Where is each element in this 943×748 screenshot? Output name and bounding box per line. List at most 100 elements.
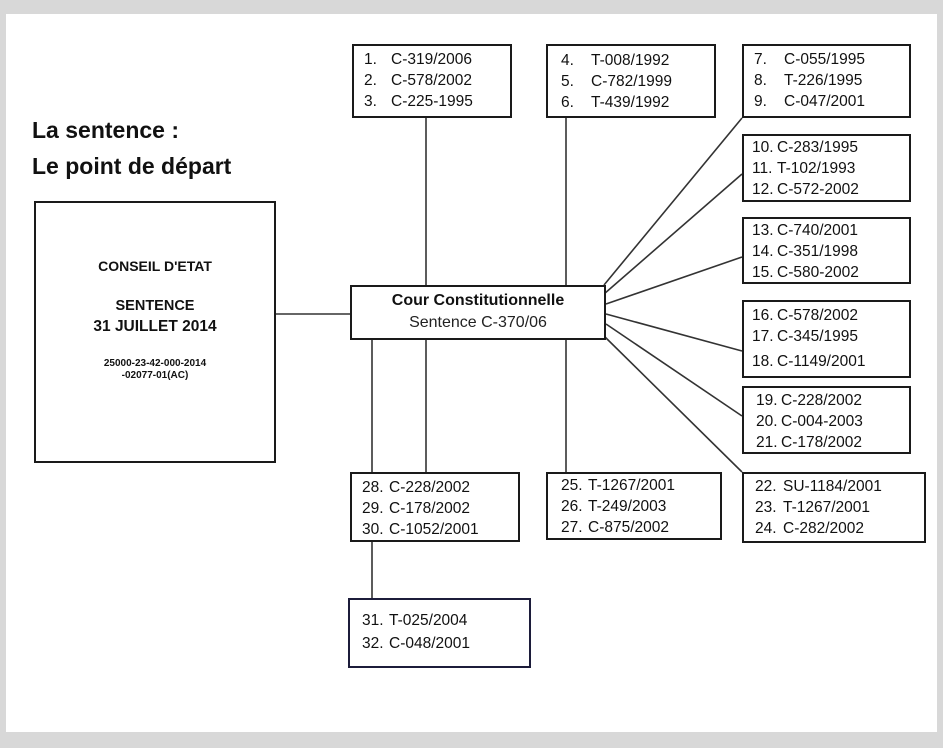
item-ref: T-025/2004 (389, 612, 468, 629)
list-item: 5. C-782/1999 (561, 71, 714, 92)
item-number: 11. (752, 160, 773, 177)
item-number: 26. (561, 498, 583, 515)
item-number: 8. (754, 72, 767, 89)
item-ref: C-351/1998 (777, 243, 859, 260)
item-number: 4. (561, 52, 574, 69)
group-list: 4. T-008/1992 5. C-782/1999 6.T-439/1992 (561, 50, 714, 113)
diagram-canvas: La sentence : Le point de départ CONSEIL… (6, 14, 937, 732)
list-item: 10.C-283/1995 (752, 137, 909, 158)
connector-group-4 (603, 173, 743, 295)
list-item: 21.C-178/2002 (756, 432, 909, 453)
list-item: 15.C-580-2002 (752, 262, 909, 283)
list-item: 8.T-226/1995 (754, 70, 909, 91)
group-list: 22.SU-1184/2001 23.T-1267/2001 24.C-282/… (755, 476, 924, 539)
list-item: 28. C-228/2002 (362, 477, 518, 498)
connector-group-8 (603, 335, 743, 473)
group-8: 22.SU-1184/2001 23.T-1267/2001 24.C-282/… (742, 472, 926, 543)
item-number: 32. (362, 635, 384, 652)
list-item: 29. C-178/2002 (362, 498, 518, 519)
list-item: 14.C-351/1998 (752, 241, 909, 262)
connector-group-7 (605, 323, 743, 417)
item-number: 20. (756, 413, 778, 430)
item-ref: C-345/1995 (777, 328, 859, 345)
list-item: 24. C-282/2002 (755, 518, 924, 539)
item-ref: T-008/1992 (591, 52, 670, 69)
list-item: 27. C-875/2002 (561, 517, 720, 538)
item-ref: T-1267/2001 (783, 499, 871, 516)
group-list: 10.C-283/1995 11.T-102/1993 12.C-572-200… (752, 137, 909, 200)
list-item: 19.C-228/2002 (756, 390, 909, 411)
heading-line-2: Le point de départ (32, 153, 232, 179)
item-ref: C-578/2002 (391, 72, 473, 89)
list-item: 30.C-1052/2001 (362, 519, 518, 540)
list-item: 3. C-225-1995 (364, 91, 510, 112)
item-number: 5. (561, 73, 574, 90)
item-number: 29. (362, 500, 384, 517)
item-ref: T-102/1993 (777, 160, 856, 177)
item-number: 9. (754, 93, 767, 110)
conseil-court: CONSEIL D'ETAT (98, 258, 212, 274)
connector-group-3 (603, 117, 743, 286)
list-item: 31. T-025/2004 (362, 609, 529, 632)
item-ref: C-228/2002 (781, 392, 863, 409)
item-number: 24. (755, 520, 777, 537)
list-item: 32.C-048/2001 (362, 632, 529, 655)
item-ref: T-249/2003 (588, 498, 667, 515)
list-item: 20.C-004-2003 (756, 411, 909, 432)
item-number: 25. (561, 477, 583, 494)
list-item: 17.C-345/1995 (752, 326, 909, 347)
item-number: 6. (561, 94, 574, 111)
list-item: 13.C-740/2001 (752, 220, 909, 241)
item-number: 2. (364, 72, 377, 89)
group-list: 7.C-055/1995 8.T-226/1995 9.C-047/2001 (754, 49, 909, 112)
connector-lines (274, 117, 743, 598)
item-ref: C-875/2002 (588, 519, 670, 536)
group-6: 16.C-578/2002 17.C-345/1995 18.C-1149/20… (742, 300, 911, 378)
group-4: 10.C-283/1995 11.T-102/1993 12.C-572-200… (742, 134, 911, 202)
item-ref: C-283/1995 (777, 139, 859, 156)
item-ref: C-178/2002 (781, 434, 863, 451)
item-number: 27. (561, 519, 583, 536)
group-11: 31. T-025/2004 32.C-048/2001 (348, 598, 531, 668)
group-5: 13.C-740/2001 14.C-351/1998 15.C-580-200… (742, 217, 911, 284)
list-item: 1.C-319/2006 (364, 49, 510, 70)
heading-line-1: La sentence : (32, 117, 179, 143)
group-9: 25. T-1267/2001 26. T-249/2003 27. C-875/20… (546, 472, 722, 540)
item-ref: T-1267/2001 (588, 477, 676, 494)
item-ref: C-178/2002 (389, 500, 471, 517)
item-ref: C-740/2001 (777, 222, 859, 239)
item-number: 22. (755, 478, 777, 495)
list-item: 4. T-008/1992 (561, 50, 714, 71)
list-item: 16.C-578/2002 (752, 305, 909, 326)
item-ref: C-1149/2001 (777, 353, 866, 370)
connector-group-6 (605, 313, 743, 352)
item-ref: C-228/2002 (389, 479, 471, 496)
conseil-detat-box: CONSEIL D'ETAT SENTENCE 31 JUILLET 2014 … (34, 201, 276, 463)
item-number: 31. (362, 612, 384, 629)
group-list: 1.C-319/2006 2. C-578/2002 3. C-225-1995 (364, 49, 510, 112)
item-ref: C-319/2006 (391, 51, 473, 68)
item-ref: C-047/2001 (784, 93, 866, 110)
item-ref: C-004-2003 (781, 413, 863, 430)
group-3: 7.C-055/1995 8.T-226/1995 9.C-047/2001 (742, 44, 911, 118)
item-number: 13. (752, 222, 774, 239)
list-item: 6.T-439/1992 (561, 92, 714, 113)
item-number: 28. (362, 479, 384, 496)
list-item: 22. SU-1184/2001 (755, 476, 924, 497)
item-ref: SU-1184/2001 (783, 478, 882, 495)
group-list: 25. T-1267/2001 26. T-249/2003 27. C-875/20… (561, 475, 720, 538)
item-number: 15. (752, 264, 774, 281)
item-number: 10. (752, 139, 774, 156)
item-ref: C-055/1995 (784, 51, 866, 68)
item-number: 12. (752, 181, 774, 198)
item-number: 30. (362, 521, 384, 538)
item-ref: C-225-1995 (391, 93, 473, 110)
item-ref: C-572-2002 (777, 181, 859, 198)
item-number: 3. (364, 93, 377, 110)
list-item: 25. T-1267/2001 (561, 475, 720, 496)
item-ref: C-782/1999 (591, 73, 673, 90)
item-number: 19. (756, 392, 778, 409)
item-number: 16. (752, 307, 774, 324)
item-ref: C-282/2002 (783, 520, 865, 537)
conseil-date: 31 JUILLET 2014 (93, 318, 217, 335)
